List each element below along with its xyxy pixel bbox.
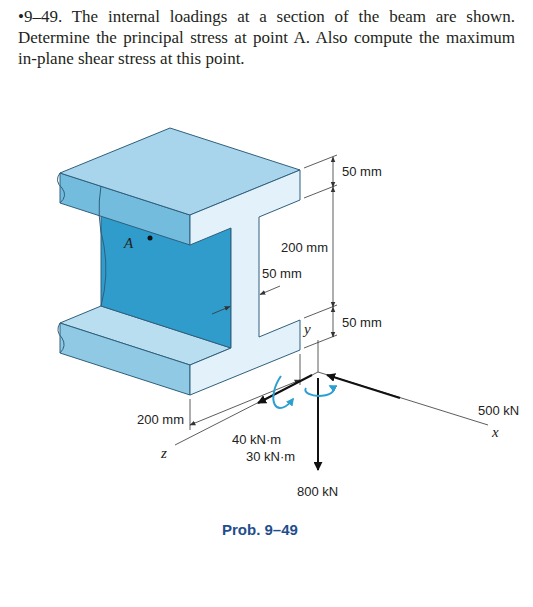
axis-label: y	[304, 322, 311, 337]
force-label: 800 kN	[297, 484, 338, 499]
dimension-label: 200 mm	[281, 240, 328, 255]
axis-label: z	[161, 446, 167, 461]
break-lines	[57, 173, 105, 353]
axes	[175, 340, 488, 445]
moment-label: 40 kN·m	[232, 432, 281, 447]
axis-label: x	[492, 425, 499, 440]
figure-caption: Prob. 9–49	[222, 521, 298, 538]
moment-arrows	[273, 376, 333, 408]
force-label: 500 kN	[478, 403, 519, 418]
section-face	[190, 170, 300, 395]
dimension-label: 50 mm	[262, 266, 302, 281]
dimension-label: 50 mm	[342, 164, 382, 179]
moment-label: 30 kN·m	[246, 449, 295, 464]
point-a	[148, 236, 153, 241]
dimension-label: 50 mm	[342, 315, 382, 330]
bottom-flange-side	[60, 323, 190, 395]
dimensions	[190, 155, 337, 430]
i-beam	[57, 128, 300, 395]
dimension-label: 200 mm	[137, 412, 184, 427]
problem-statement: •9–49. The internal loadings at a sectio…	[18, 6, 515, 69]
point-label: A	[124, 236, 133, 251]
